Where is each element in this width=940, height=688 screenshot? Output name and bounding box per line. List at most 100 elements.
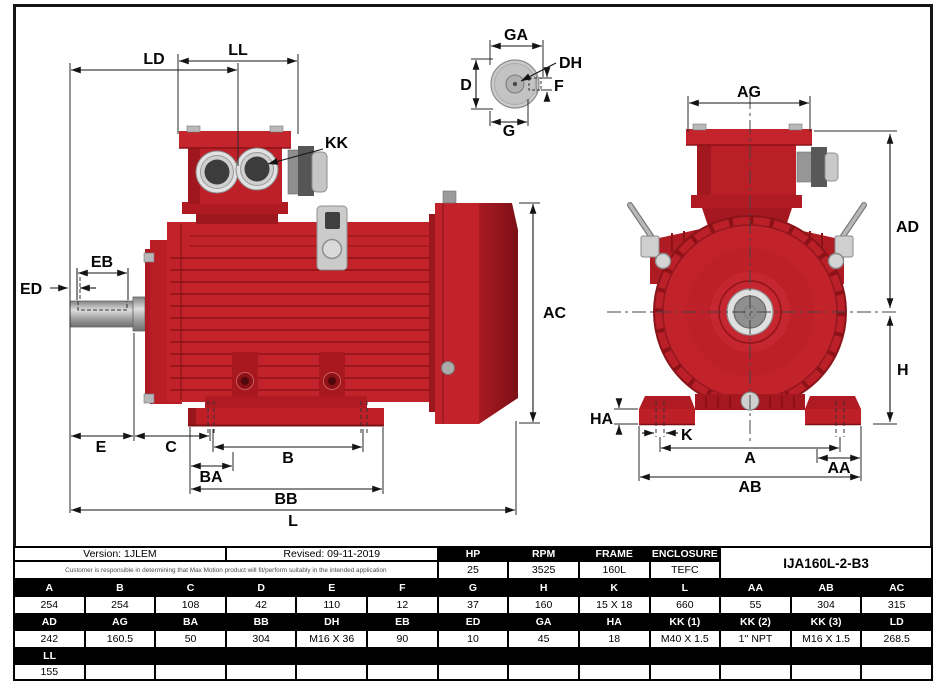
motor-body: [167, 222, 435, 402]
side-extension-lines: [69, 54, 540, 515]
dim-header: A: [15, 580, 84, 595]
empty-cell: [650, 665, 720, 679]
side-dimension-lines: [50, 57, 537, 514]
foot-hole-centerlines: [207, 401, 368, 434]
endshield-bolt-top: [143, 252, 155, 263]
dim-header: KK (3): [791, 615, 861, 629]
dim-label-ll: LL: [228, 42, 248, 59]
dim-header: G: [438, 580, 508, 595]
dim-label-bb: BB: [274, 491, 297, 508]
dim-label-g: G: [503, 123, 515, 140]
dim-label-ha: HA: [590, 411, 614, 428]
dim-header: D: [226, 580, 296, 595]
dim-value: 45: [509, 631, 578, 647]
front-extension-lines: [614, 96, 897, 481]
keyway-hidden-line: [77, 301, 128, 311]
header-hp: HP: [438, 548, 508, 560]
dim-label-a: A: [744, 450, 756, 467]
dim-value: M16 X 36: [297, 631, 367, 647]
shaft-extension-lines: [471, 40, 552, 126]
dim-header: BB: [226, 615, 296, 629]
dim-header: LD: [862, 615, 931, 629]
lifting-lug: [316, 205, 348, 271]
dim-label-dh: DH: [559, 55, 582, 72]
empty-cell: [791, 665, 861, 679]
dim-header: H: [509, 580, 578, 595]
front-foot-hole-centerlines: [655, 401, 845, 437]
ll-header-row: LL: [15, 649, 931, 663]
value-hp: 25: [438, 562, 508, 578]
dim-value: 160.5: [85, 631, 155, 647]
terminal-box: [179, 125, 328, 224]
empty-cell: [721, 665, 790, 679]
dim-header: AD: [15, 615, 84, 629]
keyway-outline: [528, 77, 542, 91]
cable-gland-front: [796, 147, 839, 187]
dim-label-k: K: [681, 427, 693, 444]
dim-value: 268.5: [862, 631, 931, 647]
dim-header: DH: [297, 615, 367, 629]
fan-cover: [435, 190, 518, 424]
dim-value: 110: [297, 597, 367, 613]
dim-value: 155: [15, 665, 84, 679]
dim-label-ac: AC: [543, 305, 567, 322]
dim-label-ld: LD: [143, 51, 164, 68]
value-rpm: 3525: [509, 562, 578, 578]
dim-header: AA: [721, 580, 790, 595]
dim-label-d: D: [460, 77, 472, 94]
dim-label-f: F: [554, 78, 564, 95]
mounting-foot: [188, 408, 384, 426]
header-frame: FRAME: [579, 548, 649, 560]
dim-value: 55: [721, 597, 790, 613]
cover-tab: [442, 190, 457, 204]
shaft-end-view: GA D G DH F: [460, 27, 582, 140]
dim-value: 108: [156, 597, 225, 613]
dim-header: GA: [509, 615, 578, 629]
dim-label-kk: KK: [325, 135, 349, 152]
value-frame: 160L: [579, 562, 649, 578]
dim-value: 42: [226, 597, 296, 613]
dim-label-ag: AG: [737, 84, 761, 101]
dim-value: 50: [156, 631, 225, 647]
dim-header: EB: [368, 615, 437, 629]
cable-gland: [287, 146, 328, 196]
dim-label-h: H: [897, 362, 909, 379]
dim-header: KK (2): [721, 615, 790, 629]
dim-value: 315: [862, 597, 931, 613]
value-enclosure: TEFC: [650, 562, 720, 578]
dim-header: L: [650, 580, 720, 595]
cooling-fins: [170, 257, 432, 391]
dim-label-ab: AB: [738, 479, 761, 496]
empty-cell: [226, 665, 296, 679]
shaft: [69, 296, 146, 332]
dim-header: K: [579, 580, 649, 595]
eyebolt-left: [627, 202, 660, 258]
dim-header: BA: [156, 615, 225, 629]
empty-cell: [862, 665, 931, 679]
empty-cell: [509, 665, 578, 679]
model-number: IJA160L-2-B3: [721, 548, 931, 578]
dim-label-ed: ED: [20, 281, 42, 298]
front-dimension-lines: [615, 99, 894, 481]
dim-value: 304: [226, 631, 296, 647]
empty-cell: [579, 665, 649, 679]
shaft-dimension-lines: [472, 42, 557, 126]
header-enclosure: ENCLOSURE: [650, 548, 720, 560]
version-cell: Version: 1JLEM: [15, 548, 225, 560]
header-rpm: RPM: [509, 548, 578, 560]
dim-header: B: [85, 580, 155, 595]
dim-header: AG: [85, 615, 155, 629]
empty-cell: [438, 665, 508, 679]
endshield-bolt-bottom: [143, 393, 155, 404]
empty-cell: [368, 665, 437, 679]
dim-value: 15 X 18: [579, 597, 649, 613]
dim-label-aa: AA: [827, 460, 851, 477]
motor-drawing: LD LL KK EB ED AC E C B BA BB L: [20, 27, 919, 530]
dim-value: 1'' NPT: [721, 631, 790, 647]
dim-label-ba: BA: [199, 469, 223, 486]
empty-cell: [297, 665, 367, 679]
side-view: LD LL KK EB ED AC E C B BA BB L: [20, 42, 567, 530]
dim-value: 254: [85, 597, 155, 613]
empty-cell: [85, 665, 155, 679]
